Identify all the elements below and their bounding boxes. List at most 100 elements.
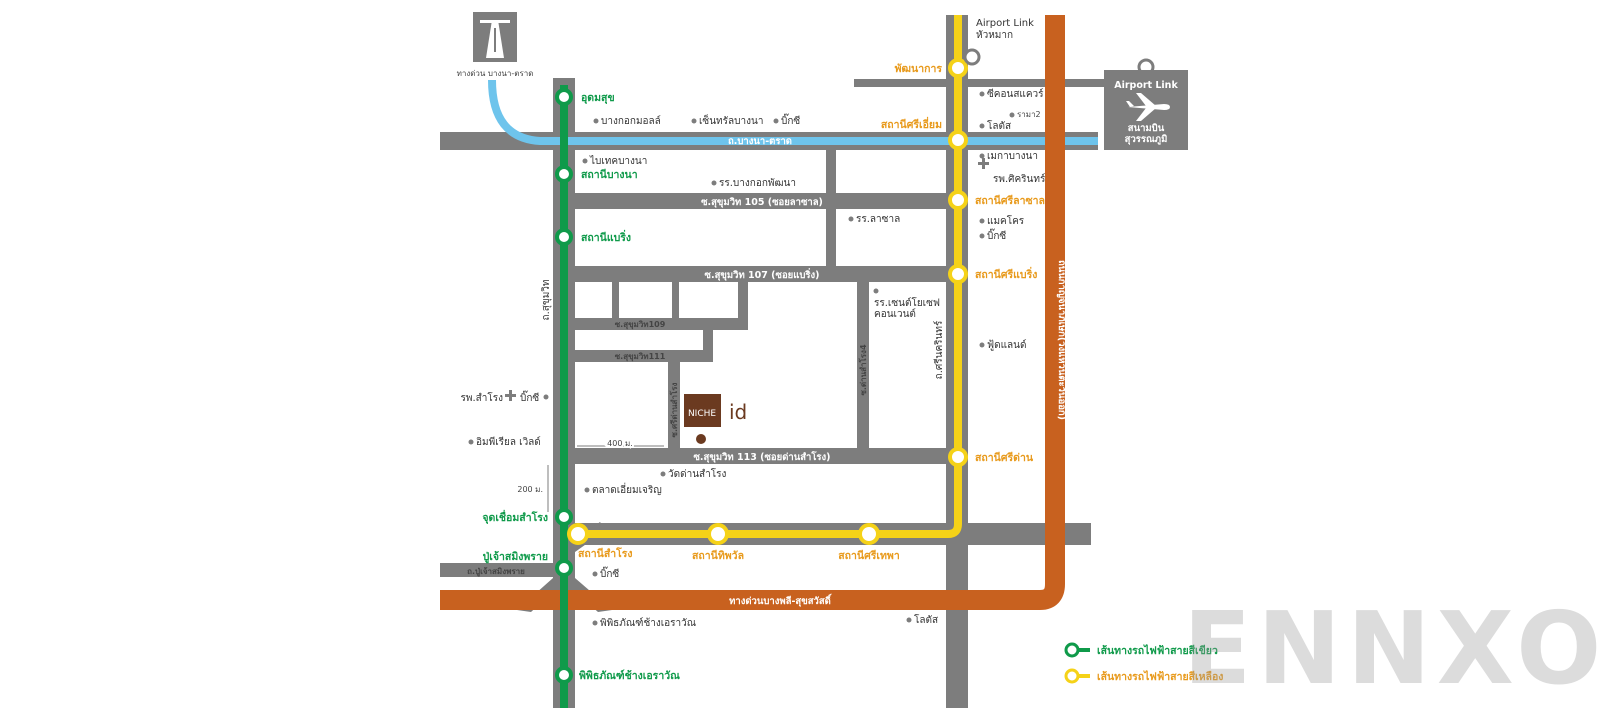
place-sikarin-hospital: รพ.ศิครินทร์ <box>993 173 1046 185</box>
soi-113-road <box>575 448 947 464</box>
sukhumvit-label: ถ.สุขุมวิท <box>541 280 552 321</box>
hospital-icon <box>978 158 989 169</box>
inner-road-c <box>857 282 869 448</box>
airport-name-line1: สนามบิน <box>1128 123 1165 134</box>
distance-200m: 200 ม. <box>517 485 543 494</box>
station-pu-chao[interactable] <box>555 559 573 577</box>
label-udomsuk: อุดมสุข <box>581 92 615 105</box>
thepharak-road <box>440 563 553 577</box>
inner-road-b <box>826 209 836 266</box>
soi-109-label: ซ.สุขุมวิท109 <box>615 320 666 330</box>
place-imperial: อิมพีเรียล เวิลด์ <box>476 436 541 448</box>
place-lasalle-school: รร.ลาซาล <box>856 214 900 225</box>
thepharak-label: ถ.ปู่เจ้าสมิงพราย <box>467 566 525 577</box>
station-sri-dan[interactable] <box>948 447 968 467</box>
place-mega-bangna: เมกาบางนา <box>987 151 1038 162</box>
label-pu-chao: ปู่เจ้าสมิงพราย <box>483 550 548 564</box>
place-bigc-1: บิ๊กซี <box>781 113 800 127</box>
place-bigc-4: บิ๊กซี <box>600 566 619 580</box>
soi-105-label: ซ.สุขุมวิท 105 (ซอยลาซาล) <box>701 197 823 208</box>
place-wat-dan-samrong: วัดด่านสำโรง <box>668 467 727 480</box>
place-bangkok-pattana: รร.บางกอกพัฒนา <box>719 178 796 189</box>
soi-111-label: ซ.สุขุมวิท111 <box>615 352 666 362</box>
project-logo-text: NICHE <box>688 409 716 419</box>
soi-left-label: ซ.ศรีด่านสำโรง <box>669 382 679 437</box>
place-foodland: ฟู้ดแลนด์ <box>987 339 1026 351</box>
project-location-pin[interactable] <box>696 434 706 444</box>
inner-road-e <box>612 282 619 318</box>
yellow-line <box>578 15 962 538</box>
place-bigc-3: บิ๊กซี <box>520 390 539 404</box>
airport-link-label: Airport Link <box>1114 80 1178 91</box>
soi-107-label: ซ.สุขุมวิท 107 (ซอยแบริ่ง) <box>705 267 820 281</box>
soi-107-road <box>575 266 947 282</box>
airport-link-station[interactable] <box>963 48 981 66</box>
inner-road-d <box>738 282 748 322</box>
airport-link-line-label: Airport Link <box>976 18 1034 29</box>
place-erawan-museum: พิพิธภัณฑ์ช้างเอราวัณ <box>600 617 696 629</box>
outer-ring-label: ถนนกาญจนาภิเษก(วงแหวนตะวันออก) <box>1056 260 1067 420</box>
bangna-trat-label: ถ.บางนา-ตราด <box>728 136 792 147</box>
station-udomsuk[interactable] <box>555 88 573 106</box>
label-bearing: สถานีแบริ่ง <box>581 229 631 244</box>
hospital-icon <box>505 390 516 401</box>
label-thipphawan: สถานีทิพวัล <box>692 549 744 562</box>
station-thipphawan[interactable] <box>707 523 729 545</box>
place-samrong-hospital: รพ.สำโรง <box>461 391 504 404</box>
place-bitec: ไบเทคบางนา <box>589 155 647 167</box>
station-samrong-junction[interactable] <box>555 508 573 526</box>
station-sri-iam[interactable] <box>948 130 968 150</box>
inner-road-a <box>826 150 836 196</box>
soi-113-label: ซ.สุขุมวิท 113 (ซอยด่านสำโรง) <box>693 451 830 463</box>
station-sri-lasalle[interactable] <box>948 190 968 210</box>
label-sri-bearing: สถานีศรีแบริ่ง <box>975 266 1037 281</box>
project-logo: NICHE id <box>684 394 747 444</box>
label-sri-iam: สถานีศรีเอี่ยม <box>881 116 942 131</box>
project-logo-suffix: id <box>729 400 747 424</box>
airport-box: Airport Link สนามบิน สุวรรณภูมิ <box>1104 70 1188 150</box>
station-phatthanakan[interactable] <box>948 58 968 78</box>
highway-sign-label: ทางด่วน บางนา-ตราด <box>457 69 534 78</box>
legend-green-line: เส้นทางรถไฟฟ้าสายสีเขียว <box>1097 644 1218 657</box>
soi-111-road <box>575 350 703 362</box>
distance-400m: 400 ม. <box>607 439 633 448</box>
place-market: ตลาดเอี่ยมเจริญ <box>592 482 662 496</box>
inner-road-f <box>672 282 679 318</box>
station-samrong[interactable] <box>567 523 589 545</box>
label-sri-thepha: สถานีศรีเทพา <box>838 549 900 562</box>
airport-name-line2: สุวรรณภูมิ <box>1125 134 1168 146</box>
place-bangkok-mall: บางกอกมอลล์ <box>601 115 661 127</box>
airplane-icon <box>1126 93 1170 121</box>
highway-sign: ทางด่วน บางนา-ตราด <box>457 12 534 78</box>
outer-ring-road <box>440 15 1065 610</box>
station-sri-thepha[interactable] <box>858 523 880 545</box>
top-connector-road <box>854 79 1108 87</box>
place-central-bangna: เซ็นทรัลบางนา <box>699 113 763 127</box>
station-bangna[interactable] <box>555 165 573 183</box>
legend: เส้นทางรถไฟฟ้าสายสีเขียว เส้นทางรถไฟฟ้าส… <box>1064 642 1223 684</box>
expressway-label: ทางด่วนบางพลี-สุขสวัสดิ์ <box>729 593 832 607</box>
airport-link-station-label: หัวหมาก <box>976 30 1013 41</box>
soi-inner-road <box>703 322 713 362</box>
place-bigc-2: บิ๊กซี <box>987 228 1006 242</box>
place-lotus-2: โลตัส <box>914 613 938 626</box>
soi-105-road <box>575 193 947 209</box>
label-erawan-museum-station: พิพิธภัณฑ์ช้างเอราวัณ <box>579 669 680 682</box>
label-samrong: สถานีสำโรง <box>578 547 633 560</box>
place-makro: แมคโคร <box>987 214 1025 227</box>
place-st-joseph-line1: รร.เซนต์โยเซฟ <box>874 296 940 309</box>
label-bangna: สถานีบางนา <box>581 168 638 181</box>
watermark: ENNXO <box>1183 590 1600 707</box>
place-rama2: รามา2 <box>1017 110 1041 119</box>
station-sri-bearing[interactable] <box>948 264 968 284</box>
label-samrong-junction: จุดเชื่อมสำโรง <box>482 509 548 525</box>
station-erawan-museum[interactable] <box>555 666 573 684</box>
label-sri-lasalle: สถานีศรีลาซาล <box>975 194 1045 207</box>
station-bearing[interactable] <box>555 228 573 246</box>
soi-left-road <box>668 362 680 448</box>
bangna-expressway-line <box>488 79 1098 145</box>
label-sri-dan: สถานีศรีด่าน <box>975 451 1034 464</box>
place-st-joseph-line2: คอนเวนต์ <box>874 308 916 320</box>
srinakarin-label: ถ.ศรีนครินทร์ <box>933 320 945 379</box>
